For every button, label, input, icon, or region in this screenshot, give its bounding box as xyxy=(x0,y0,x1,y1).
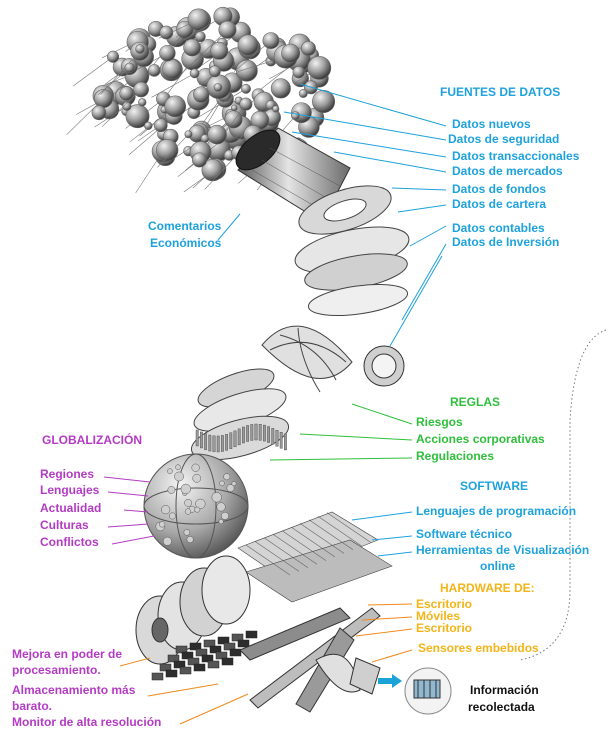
fuente-item-1: Datos nuevos xyxy=(452,118,531,132)
mejora-line5: Monitor de alta resolución xyxy=(12,716,161,730)
mejora-line4: barato. xyxy=(12,700,52,714)
regla-item-1: Riesgos xyxy=(416,416,463,430)
mejora-line3: Almacenamiento más xyxy=(12,684,135,698)
software-item-2: Software técnico xyxy=(416,528,512,542)
fuente-item-2: Datos de seguridad xyxy=(448,133,559,147)
global-item-3: Actualidad xyxy=(40,502,101,516)
globe xyxy=(144,454,248,558)
info-arrow-icon xyxy=(378,674,402,688)
comentarios-line2: Económicos xyxy=(150,237,221,251)
software-item-4: online xyxy=(480,560,515,574)
fuente-item-6: Datos de cartera xyxy=(452,198,546,212)
mejora-line2: procesamiento. xyxy=(12,664,101,678)
rules-dome xyxy=(262,326,352,392)
hardware-item-4: Sensores embebidos xyxy=(418,642,539,656)
hardware-title: HARDWARE DE: xyxy=(440,582,535,596)
leader-lines-green xyxy=(270,404,412,460)
fuente-item-8: Datos de Inversión xyxy=(452,236,559,250)
regla-item-2: Acciones corporativas xyxy=(416,433,545,447)
software-item-1: Lenguajes de programación xyxy=(416,505,576,519)
mejora-line1: Mejora en poder de xyxy=(12,648,122,662)
small-connector xyxy=(364,346,404,386)
comentarios-line1: Comentarios xyxy=(148,220,221,234)
info-collected-icon xyxy=(405,668,451,714)
reglas-title: REGLAS xyxy=(450,396,500,410)
fuente-item-7: Datos contables xyxy=(452,222,545,236)
software-mesh xyxy=(238,512,392,602)
fuente-item-4: Datos de mercados xyxy=(452,165,563,179)
global-item-1: Regiones xyxy=(40,468,94,482)
global-item-2: Lenguajes xyxy=(40,484,99,498)
info-line2: recolectada xyxy=(468,701,535,715)
software-item-3: Herramientas de Visualización xyxy=(416,544,589,558)
hardware-item-3: Escritorio xyxy=(416,622,472,636)
hardware-panels xyxy=(240,608,380,712)
info-line1: Información xyxy=(470,684,539,698)
fuente-item-3: Datos transaccionales xyxy=(452,150,579,164)
global-item-5: Conflictos xyxy=(40,536,99,550)
global-item-4: Culturas xyxy=(40,519,89,533)
software-title: SOFTWARE xyxy=(460,480,528,494)
fuente-item-5: Datos de fondos xyxy=(452,183,546,197)
rules-rings xyxy=(187,361,293,468)
globalizacion-title: GLOBALIZACIÓN xyxy=(42,434,142,448)
regla-item-3: Regulaciones xyxy=(416,450,494,464)
dotted-connector xyxy=(520,330,606,660)
fuentes-title: FUENTES DE DATOS xyxy=(440,86,560,100)
